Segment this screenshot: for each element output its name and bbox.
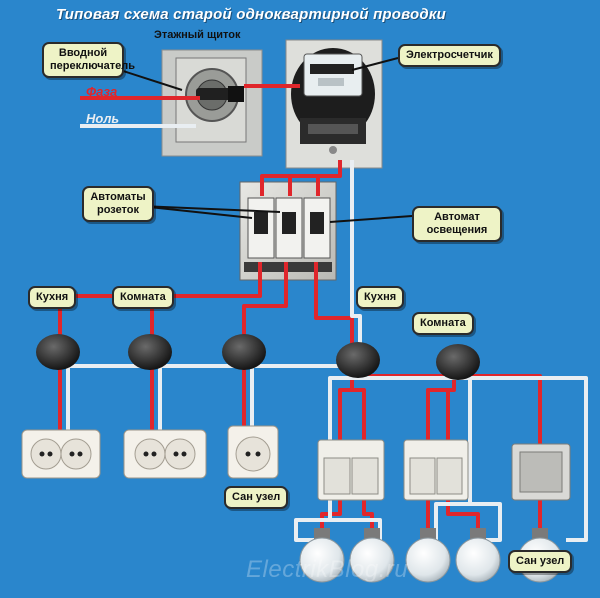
bathroom-socket-label: Сан узел	[224, 486, 289, 509]
input-switch-photo	[161, 49, 263, 157]
phase-label: Фаза	[86, 84, 118, 99]
meter-photo	[285, 39, 383, 169]
watermark: ElectrikBlog.ru	[246, 556, 409, 583]
sockets	[21, 425, 279, 479]
floor-panel-caption: Этажный щиток	[154, 29, 241, 41]
meter-label: Электросчетчик	[398, 44, 501, 67]
neutral-label: Ноль	[86, 111, 120, 126]
room-lights-label: Комната	[412, 312, 474, 335]
callout-lines	[119, 57, 413, 223]
page-title: Типовая схема старой одноквартирной пров…	[56, 6, 447, 23]
input-switch-label: Вводной переключатель	[42, 42, 135, 78]
socket-breakers-label: Автоматы розеток	[82, 186, 154, 222]
kitchen-sockets-label: Кухня	[28, 286, 77, 309]
light-switches	[317, 439, 571, 501]
bathroom-light-label: Сан узел	[508, 550, 573, 573]
junction-boxes	[36, 334, 480, 380]
kitchen-lights-label: Кухня	[356, 286, 405, 309]
room-sockets-label: Комната	[112, 286, 174, 309]
light-breaker-label: Автомат освещения	[412, 206, 502, 242]
bulbs	[299, 528, 563, 583]
